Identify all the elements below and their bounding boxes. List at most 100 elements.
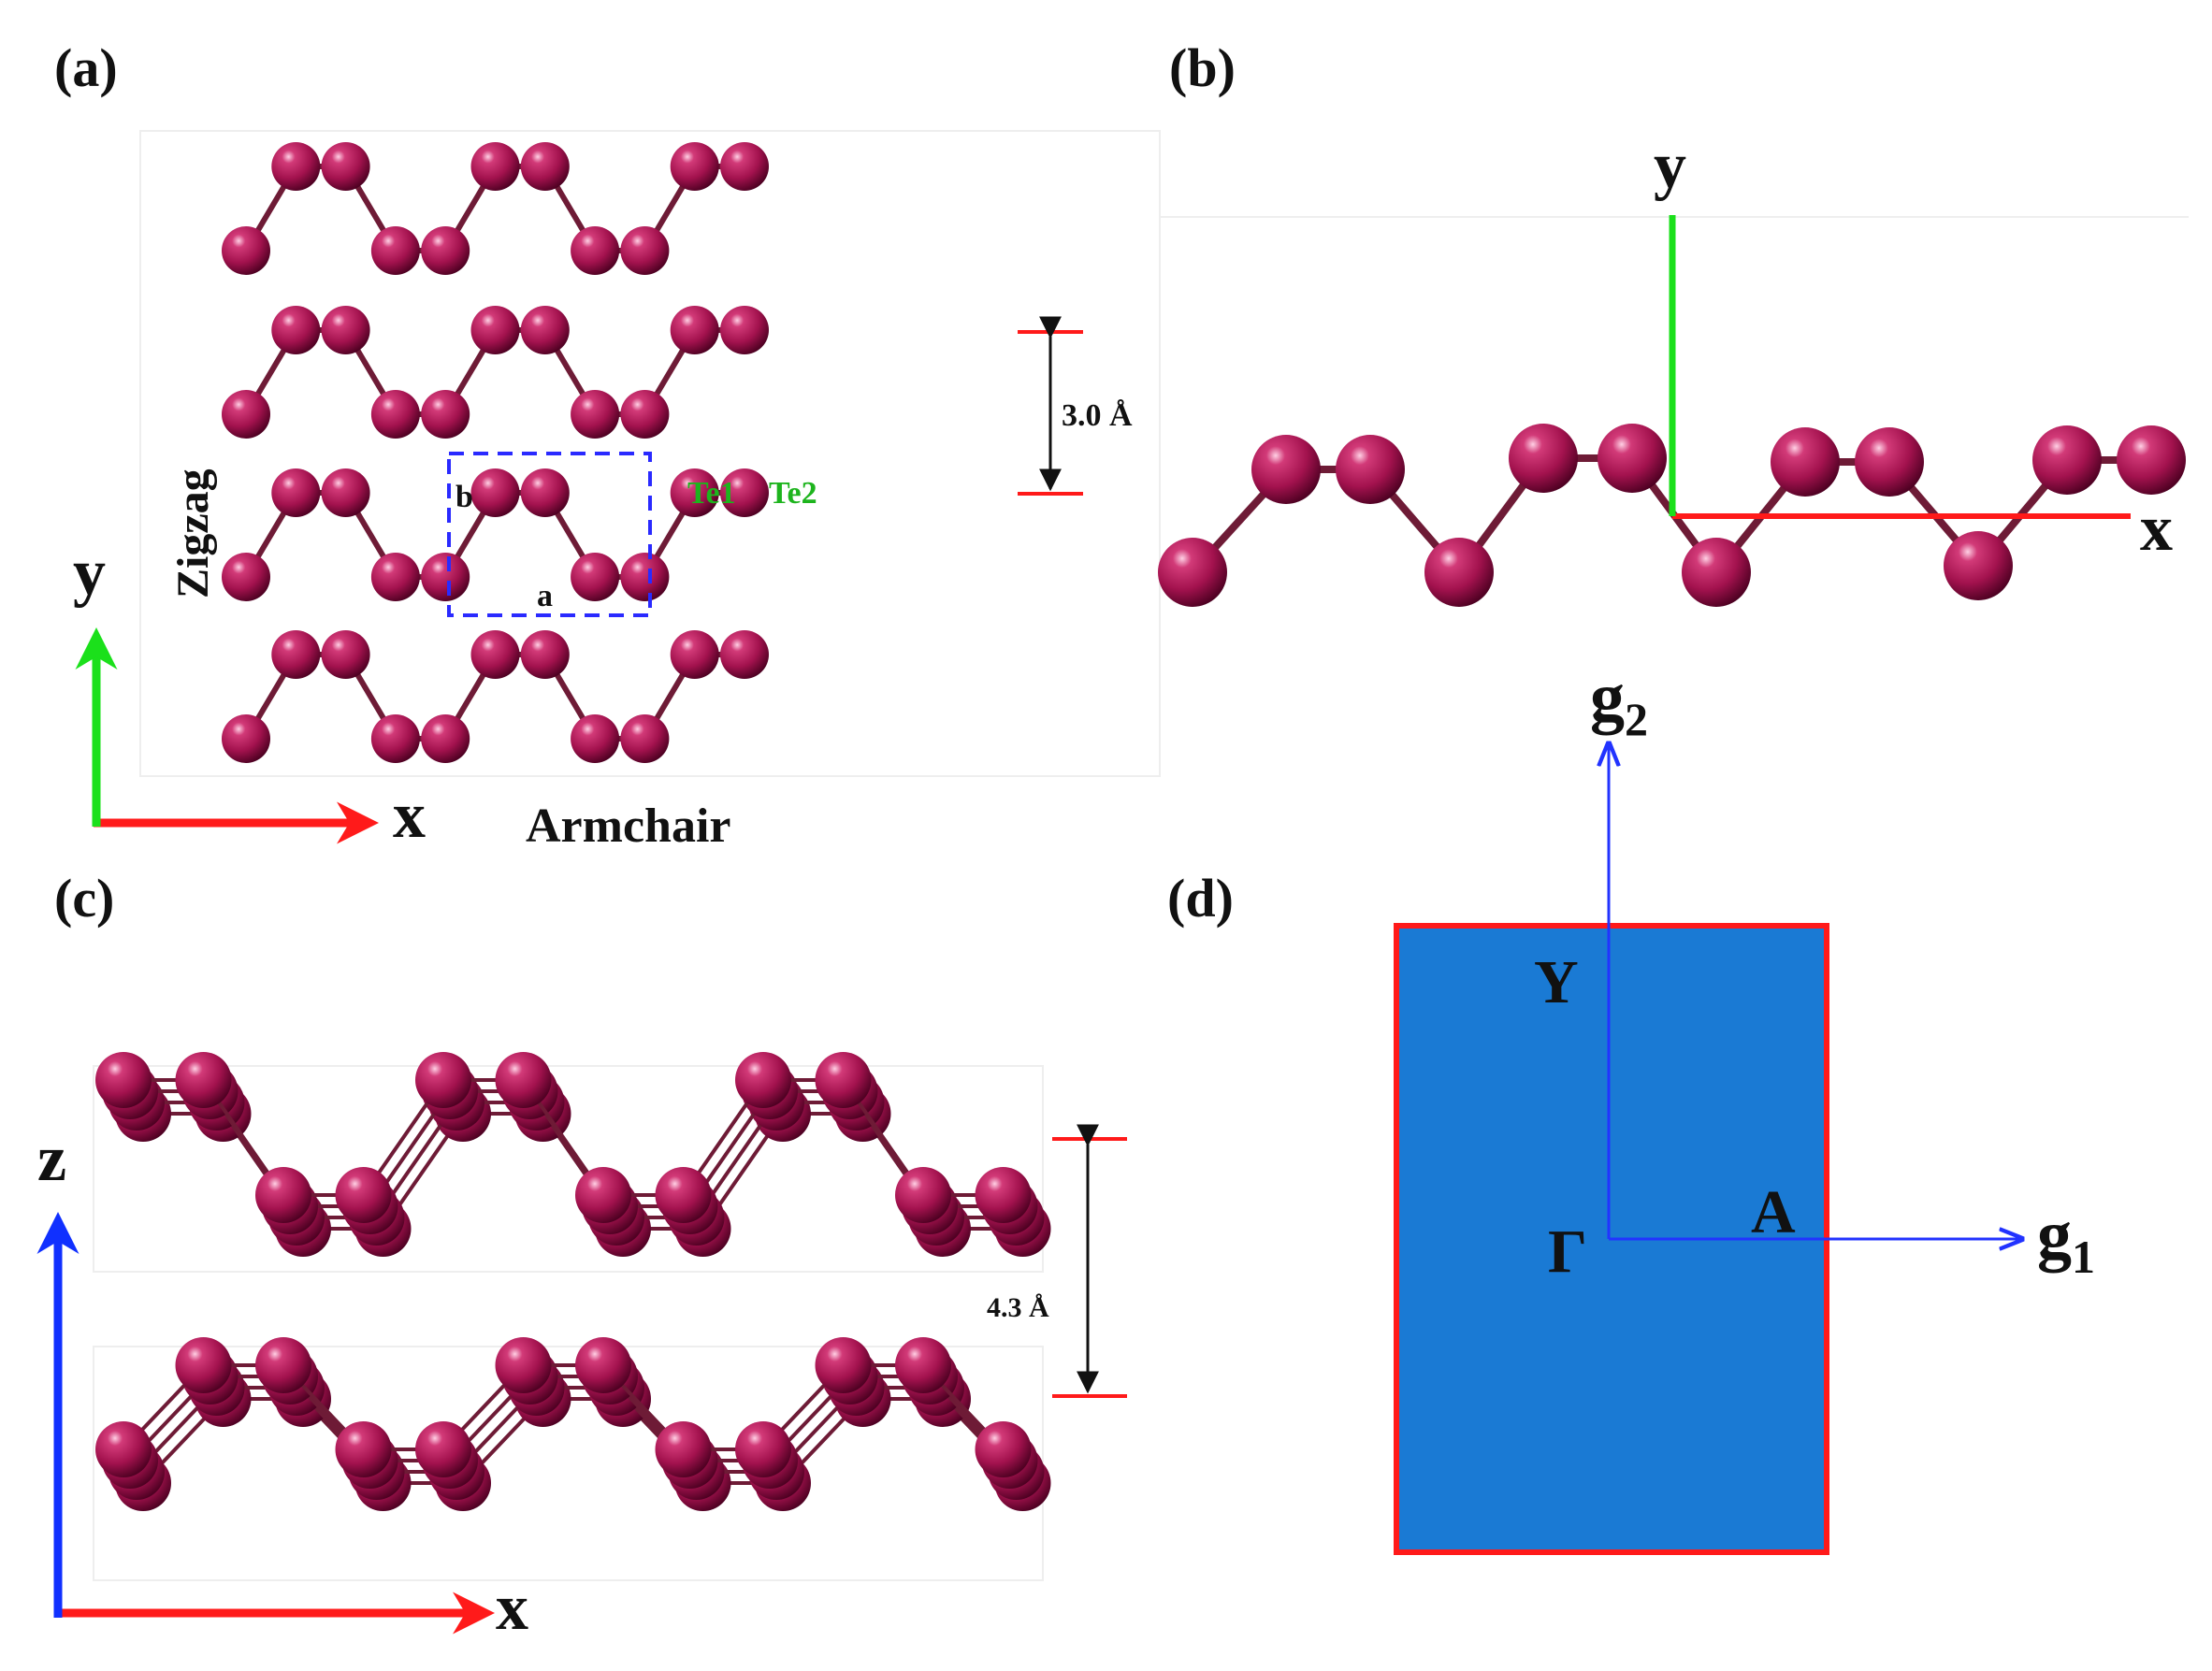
panel-a-row4-atom — [321, 630, 370, 679]
panel-b-chain-atom — [1509, 424, 1578, 493]
axis-y-label-b: y — [1654, 130, 1686, 202]
panel-a-row3-atom — [421, 553, 470, 601]
panel-c-layer2-depth1-atom — [415, 1421, 471, 1477]
panel-c-layer2-depth1-atom — [495, 1337, 552, 1393]
panel-a-row1-atom — [520, 142, 570, 191]
panel-a-row1-atom — [222, 226, 270, 275]
panel-a-row2-atom — [271, 306, 321, 354]
panel-a-row3-atom — [620, 553, 670, 601]
panel-a-row2-atom — [571, 390, 620, 439]
panel-a-row3-atom — [670, 468, 719, 517]
panel-b-chain-atom — [2117, 425, 2186, 495]
panel-a-structure — [222, 142, 769, 763]
panel-c-layer2-depth1-atom — [95, 1421, 152, 1477]
point-y-label: Y — [1534, 948, 1579, 1016]
cell-b-label: b — [455, 480, 473, 514]
panel-a-row1-atom — [620, 226, 670, 275]
spacing-3-label: 3.0 Å — [1062, 398, 1133, 433]
panel-b-chain-atom — [1424, 538, 1494, 607]
panel-a-row1-atom — [470, 142, 520, 191]
panel-a-row2-atom — [670, 306, 719, 354]
panel-a-row3-atom — [520, 468, 570, 517]
axis-z-label: z — [37, 1123, 66, 1195]
panel-a-row3-atom — [370, 553, 420, 601]
axis-x-label: x — [393, 780, 426, 852]
vector-g1-sub: 1 — [2072, 1231, 2095, 1283]
panel-c-layer2-depth1-atom — [655, 1421, 712, 1477]
panel-a-row4-atom — [421, 714, 470, 763]
point-a-label: A — [1751, 1178, 1796, 1246]
panel-a-row4-atom — [370, 714, 420, 763]
panel-a-row3-atom — [271, 468, 321, 517]
panel-a-row1-atom — [370, 226, 420, 275]
panel-c-layer2-depth1-atom — [975, 1421, 1032, 1477]
panel-a-row3-atom — [321, 468, 370, 517]
panel-c-layer1-depth1-atom — [95, 1052, 152, 1108]
panel-b-label: (b) — [1169, 37, 1236, 98]
panel-c-label: (c) — [54, 868, 114, 929]
panel-d-label: (d) — [1167, 868, 1234, 929]
panel-c-layer1-depth1-atom — [815, 1052, 872, 1108]
panel-d: (d) Y Γ A g2 g 1 — [1167, 659, 2095, 1555]
panel-a-row2-atom — [370, 390, 420, 439]
panel-c-layer1-depth1-atom — [175, 1052, 232, 1108]
panel-b-chain-atom — [1855, 427, 1924, 497]
panel-c-layer1-depth1-atom — [255, 1167, 311, 1223]
panel-a-frame — [139, 130, 1161, 777]
panel-a-row3-atom — [222, 553, 270, 601]
panel-a-row4-atom — [571, 714, 620, 763]
panel-c-layer2-depth1-atom — [895, 1337, 951, 1393]
panel-b-chain-atom — [1944, 531, 2013, 600]
point-gamma-label: Γ — [1548, 1217, 1587, 1286]
panel-a-row3-atom — [571, 553, 620, 601]
panel-b-chain-atom — [1598, 424, 1667, 493]
panel-c-layer1-depth1-atom — [975, 1167, 1032, 1223]
panel-a-row2-atom — [222, 390, 270, 439]
panel-b-chain-atom — [1682, 538, 1751, 607]
panel-a-row4-atom — [222, 714, 270, 763]
panel-c-layer1-depth1-atom — [415, 1052, 471, 1108]
panel-a-row2-atom — [720, 306, 769, 354]
axis-x-label-b: x — [2140, 493, 2173, 565]
panel-a: (a) b a Te1 Te2 3.0 Å y x Zigzag Armchai… — [54, 37, 1161, 853]
panel-a-row1-atom — [321, 142, 370, 191]
panel-a-row4-atom — [720, 630, 769, 679]
panel-c-layer1-depth1-atom — [655, 1167, 712, 1223]
panel-a-row1-atom — [571, 226, 620, 275]
panel-a-row2-atom — [470, 306, 520, 354]
panel-c-layer1-depth1-atom — [895, 1167, 951, 1223]
panel-a-row1-atom — [670, 142, 719, 191]
panel-a-row2-atom — [620, 390, 670, 439]
panel-a-row1-atom — [421, 226, 470, 275]
panel-c-layer2-depth1-atom — [255, 1337, 311, 1393]
panel-b-chain-atom — [1336, 435, 1405, 504]
panel-b-chain-atom — [1158, 538, 1227, 607]
panel-b: (b) y x — [1158, 37, 2189, 607]
panel-b-structure — [1158, 424, 2186, 607]
atom-te2-label: Te2 — [769, 476, 817, 511]
unit-cell-box — [447, 452, 652, 617]
panel-a-label: (a) — [54, 37, 118, 98]
panel-a-row4-atom — [620, 714, 670, 763]
panel-c-layer1-depth1-atom — [495, 1052, 552, 1108]
panel-c-structure — [95, 1052, 1051, 1511]
panel-a-row4-atom — [670, 630, 719, 679]
atom-te1-label: Te1 — [687, 476, 736, 511]
panel-a-row1-atom — [720, 142, 769, 191]
panel-a-row1-atom — [271, 142, 321, 191]
vector-g2-main: g — [1590, 659, 1625, 736]
panel-a-row3-atom — [470, 468, 520, 517]
panel-c-layer1-depth1-atom — [575, 1167, 631, 1223]
panel-c-layer2-depth1-atom — [815, 1337, 872, 1393]
panel-b-chain-atom — [1771, 427, 1840, 497]
spacing-4-label: 4.3 Å — [987, 1292, 1049, 1323]
zigzag-label: Zigzag — [168, 468, 218, 598]
panel-c-layer1-depth1-atom — [335, 1167, 392, 1223]
panel-a-row2-atom — [321, 306, 370, 354]
vector-g2-label: g2 — [1590, 659, 1648, 745]
panel-c: (c) 4.3 Å z x — [36, 868, 1127, 1644]
cell-a-label: a — [537, 579, 553, 613]
panel-c-layer2-depth1-atom — [175, 1337, 232, 1393]
panel-a-row4-atom — [470, 630, 520, 679]
